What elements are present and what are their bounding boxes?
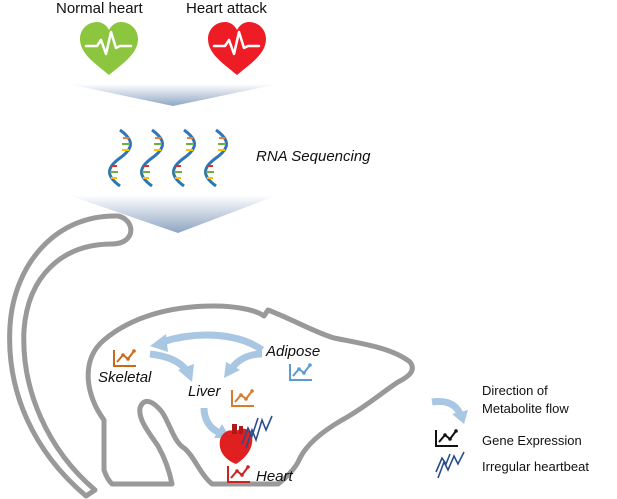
- legend-flow-label-line2: Metabolite flow: [482, 401, 569, 416]
- label-adipose: Adipose: [266, 343, 321, 360]
- legend-irregular-heartbeat-icon: [435, 451, 465, 479]
- irregular-heartbeat-icon-heart: [241, 415, 273, 449]
- funnel-arrow-bottom: [68, 195, 278, 233]
- legend-flow-arrow-icon: [431, 398, 468, 424]
- gene-expression-icon-skeletal: [113, 349, 136, 367]
- heart-attack-icon: [208, 22, 266, 75]
- mouse-tail-outline: [7, 213, 134, 499]
- dna-icon: [172, 128, 196, 188]
- mouse-body-outline: [85, 303, 415, 487]
- dna-icon: [140, 128, 164, 188]
- legend-flow-label-line1: Direction of: [482, 383, 548, 398]
- legend-gene-expression-icon: [435, 429, 458, 447]
- normal-heart-icon: [80, 22, 138, 75]
- gene-expression-icon-liver: [231, 389, 254, 407]
- flow-arrow-adipose-to-liver: [224, 350, 263, 378]
- label-heart: Heart: [256, 468, 293, 485]
- legend-irregular-heartbeat-label: Irregular heartbeat: [482, 459, 589, 474]
- label-normal-heart: Normal heart: [56, 0, 143, 17]
- dna-icon: [108, 128, 132, 188]
- label-rna-sequencing: RNA Sequencing: [256, 148, 371, 165]
- label-liver: Liver: [188, 383, 221, 400]
- gene-expression-icon-adipose: [289, 363, 312, 381]
- flow-arrow-adipose-to-skeletal: [150, 331, 265, 353]
- flow-arrow-skeletal-to-liver: [149, 350, 194, 382]
- funnel-arrow-top: [68, 84, 278, 106]
- dna-icon: [204, 128, 228, 188]
- legend-gene-expression-label: Gene Expression: [482, 433, 582, 448]
- gene-expression-icon-heart: [227, 465, 250, 483]
- label-skeletal: Skeletal: [98, 369, 152, 386]
- label-heart-attack: Heart attack: [186, 0, 267, 17]
